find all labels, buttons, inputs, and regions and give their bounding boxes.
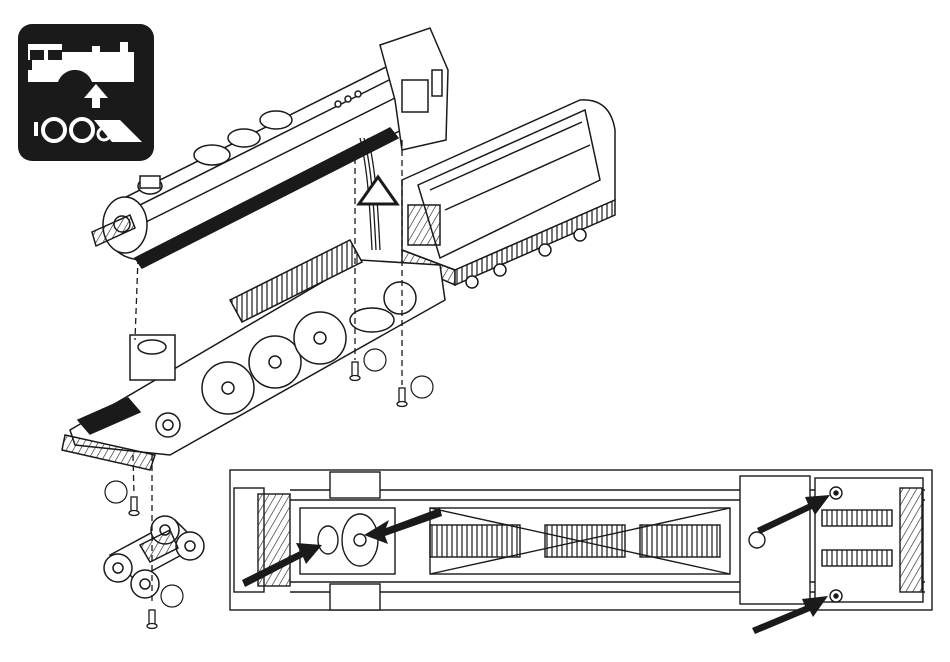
callout-circle-b [411, 376, 433, 398]
callout-circle-a [364, 349, 386, 371]
callout-circle-d [161, 585, 183, 607]
callout-circle-c [105, 481, 127, 503]
locomotive-chassis [62, 240, 445, 470]
triangle-caution-icon [359, 177, 397, 204]
chassis-underside-view [230, 470, 932, 610]
locomotive-body-removal-icon [18, 24, 154, 161]
screw-right-b [397, 388, 407, 407]
lead-truck [104, 516, 204, 598]
screw-front-truck [129, 497, 139, 516]
screw-lead-truck [147, 610, 157, 629]
screw-right-a [350, 362, 360, 381]
